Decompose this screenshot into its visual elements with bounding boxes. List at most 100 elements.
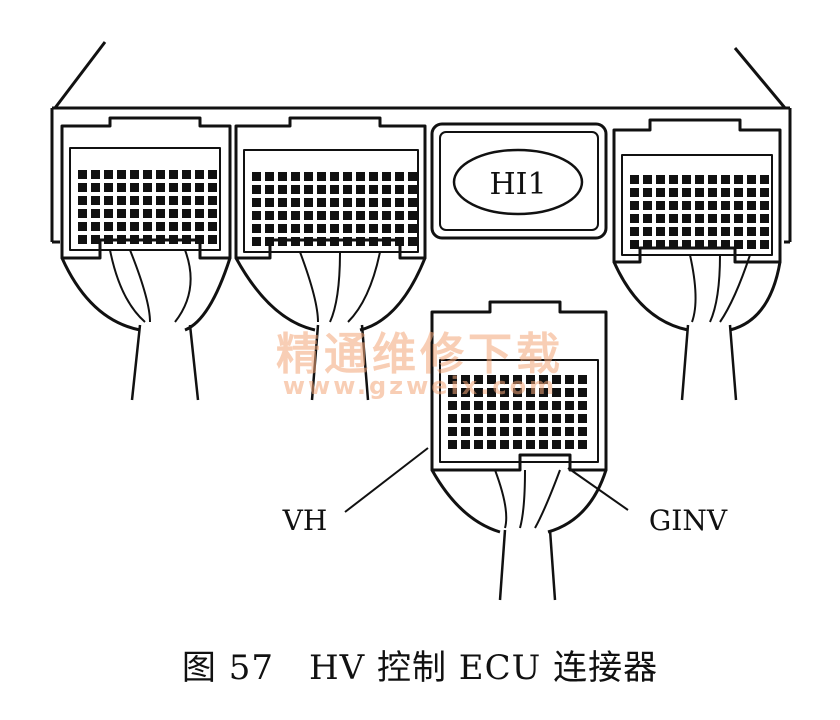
connector-1-pin — [143, 235, 152, 244]
connector-3-pin — [630, 175, 639, 184]
connector-4-pin — [552, 427, 561, 436]
connector-2-pin — [382, 198, 391, 207]
connector-1-pin — [117, 235, 126, 244]
connector-2-pin — [278, 237, 287, 246]
connector-1-pin — [130, 170, 139, 179]
ecu-housing — [50, 41, 792, 244]
connector-1-pin — [156, 235, 165, 244]
connector-2-pin — [252, 172, 261, 181]
connector-3-pin — [656, 188, 665, 197]
connector-2-pin — [291, 237, 300, 246]
connector-1-pin — [143, 209, 152, 218]
connector-2-pin — [330, 198, 339, 207]
connector-1-pin — [91, 222, 100, 231]
connector-1-pin — [143, 183, 152, 192]
connector-2-pin — [408, 185, 417, 194]
connector-4-pin — [578, 440, 587, 449]
connector-4-pin — [448, 375, 457, 384]
connector-2-pin — [304, 198, 313, 207]
connector-2-pin — [265, 185, 274, 194]
connector-3-pin — [760, 188, 769, 197]
connector-3-pin — [630, 201, 639, 210]
connector-2-pin — [395, 172, 404, 181]
connector-2-pin — [252, 198, 261, 207]
connector-3-pin — [721, 188, 730, 197]
connector-4-pin — [539, 388, 548, 397]
connector-1-pin — [208, 170, 217, 179]
connector-4-pin — [526, 375, 535, 384]
connector-2-pin — [304, 185, 313, 194]
connector-1-pin — [78, 222, 87, 231]
ginv-label: GINV — [649, 504, 728, 537]
connector-3-pin — [695, 201, 704, 210]
connector-4-pin — [500, 375, 509, 384]
hi1-label: HI1 — [489, 167, 546, 202]
connector-1-pin — [104, 209, 113, 218]
connector-4-pin — [526, 427, 535, 436]
connector-1-pin — [169, 235, 178, 244]
connector-2-pin — [304, 237, 313, 246]
connector-4-pin — [461, 414, 470, 423]
connector-2-pin — [356, 198, 365, 207]
connector-3-pin — [747, 201, 756, 210]
connector-4-pin — [500, 388, 509, 397]
connector-4-pin — [539, 375, 548, 384]
connector-2-pin — [252, 211, 261, 220]
connector-2-pin — [317, 211, 326, 220]
connector-3-pin — [721, 201, 730, 210]
connector-2-pin — [382, 172, 391, 181]
connector-3-pin — [656, 227, 665, 236]
connector-1-pin — [143, 196, 152, 205]
connector-2-pin — [291, 211, 300, 220]
connector-3-pin — [695, 227, 704, 236]
connector-4-pin — [513, 388, 522, 397]
connector-3-pin — [643, 175, 652, 184]
connector-3-pin — [669, 214, 678, 223]
connector-3-pin — [734, 201, 743, 210]
connector-2-pin — [408, 224, 417, 233]
connector-4-pin — [578, 375, 587, 384]
connector-1-pin — [195, 183, 204, 192]
connector-1-pin — [104, 183, 113, 192]
connector-2-pin — [278, 172, 287, 181]
connector-1-pin — [78, 235, 87, 244]
connector-1-pin — [91, 170, 100, 179]
connector-3-pin — [682, 201, 691, 210]
connector-2-pin — [369, 211, 378, 220]
connector-3-pin — [734, 240, 743, 249]
connector-3-pin — [760, 201, 769, 210]
connector-3-pin — [682, 214, 691, 223]
connector-4-pin — [552, 414, 561, 423]
connector-3 — [612, 118, 782, 401]
connector-1-pin — [156, 209, 165, 218]
connector-1-pin — [169, 196, 178, 205]
connector-2-pin — [330, 211, 339, 220]
connector-2-pin — [291, 224, 300, 233]
connector-1-pin — [117, 222, 126, 231]
connector-2-pin — [317, 172, 326, 181]
connector-3-pin — [734, 227, 743, 236]
connector-1-pin — [78, 209, 87, 218]
connector-2-pin — [265, 211, 274, 220]
connector-4-pin — [461, 401, 470, 410]
connector-3-pin — [760, 240, 769, 249]
connector-3-pin — [643, 227, 652, 236]
connector-4-pin — [565, 427, 574, 436]
connector-1-pin — [130, 222, 139, 231]
watermark-url: www.gzweix.com — [282, 372, 558, 400]
connector-4-pin — [448, 414, 457, 423]
connector-4-pin — [487, 427, 496, 436]
connector-2-pin — [408, 198, 417, 207]
connector-3-pin — [656, 240, 665, 249]
connector-4-pin — [565, 401, 574, 410]
connector-1-pin — [130, 235, 139, 244]
connector-1-pin — [91, 183, 100, 192]
connector-4-pin — [513, 427, 522, 436]
connector-1-pin — [195, 170, 204, 179]
connector-4 — [430, 300, 608, 601]
connector-4-pin — [565, 414, 574, 423]
connector-2-pin — [265, 224, 274, 233]
connector-2-pin — [278, 224, 287, 233]
connector-1-pin — [117, 183, 126, 192]
ginv-leader-line — [567, 467, 629, 511]
